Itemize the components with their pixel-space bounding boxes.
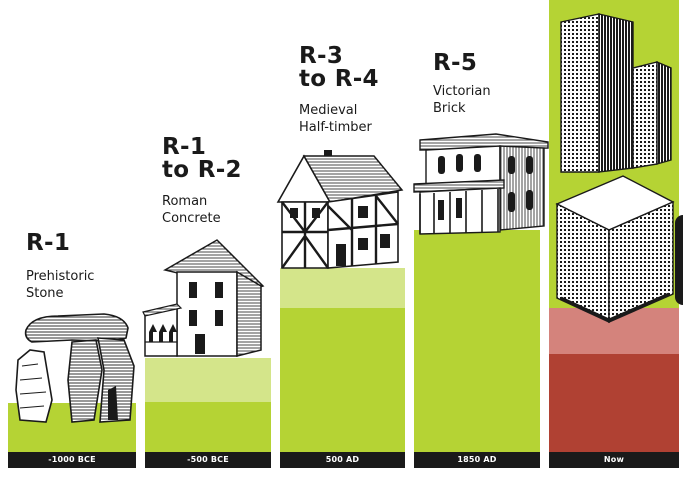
stage-brick: R-5 Victorian Brick	[413, 0, 549, 477]
brick-material-label: Victorian Brick	[433, 83, 491, 117]
brick-material-line-1: Victorian	[433, 84, 491, 99]
stone-era-bar: -1000 BCE	[8, 452, 136, 468]
victorian-house-icon	[413, 133, 549, 235]
skyscraper-icon	[555, 13, 675, 324]
half-timber-zoning-code: R-3 to R-4	[299, 45, 379, 91]
half-timber-material-line-1: Medieval	[299, 103, 358, 118]
concrete-density-block-upper	[145, 358, 271, 402]
stone-material-line-2: Stone	[26, 286, 64, 301]
concrete-code-line-1: R-1	[162, 134, 207, 160]
stone-material-label: Prehistoric Stone	[26, 268, 94, 302]
stone-dolmen-icon	[15, 313, 135, 423]
stage-now: Now	[549, 0, 679, 477]
half-timber-density-block	[280, 308, 405, 452]
stage-half-timber: R-3 to R-4 Medieval Half-timber	[276, 0, 405, 477]
brick-density-block	[414, 230, 540, 452]
concrete-material-line-2: Concrete	[162, 211, 221, 226]
brick-code-line-1: R-5	[433, 50, 478, 76]
brick-era-bar: 1850 AD	[414, 452, 540, 468]
concrete-material-label: Roman Concrete	[162, 193, 221, 227]
stage-stone: R-1 Prehistoric Stone -1000 BCE	[8, 0, 136, 477]
half-timber-material-line-2: Half-timber	[299, 120, 372, 135]
concrete-density-block	[145, 402, 271, 452]
stage-concrete: R-1 to R-2 Roman Concrete	[142, 0, 271, 477]
tudor-house-icon	[276, 150, 404, 269]
now-era-bar: Now	[549, 452, 679, 468]
roman-villa-icon	[142, 239, 265, 357]
half-timber-density-block-upper	[280, 268, 405, 308]
brick-material-line-2: Brick	[433, 101, 466, 116]
half-timber-material-label: Medieval Half-timber	[299, 102, 372, 136]
concrete-zoning-code: R-1 to R-2	[162, 136, 242, 182]
half-timber-era-bar: 500 AD	[280, 452, 405, 468]
concrete-era-bar: -500 BCE	[145, 452, 271, 468]
concrete-code-line-2: to R-2	[162, 157, 242, 183]
stone-code-line-1: R-1	[26, 230, 71, 256]
edge-shape	[675, 215, 683, 305]
half-timber-code-line-1: R-3	[299, 43, 344, 69]
half-timber-code-line-2: to R-4	[299, 66, 379, 92]
stone-material-line-1: Prehistoric	[26, 269, 95, 284]
brick-zoning-code: R-5	[433, 52, 477, 75]
now-density-block-red	[549, 354, 679, 452]
concrete-material-line-1: Roman	[162, 194, 208, 209]
stone-zoning-code: R-1	[26, 232, 70, 255]
